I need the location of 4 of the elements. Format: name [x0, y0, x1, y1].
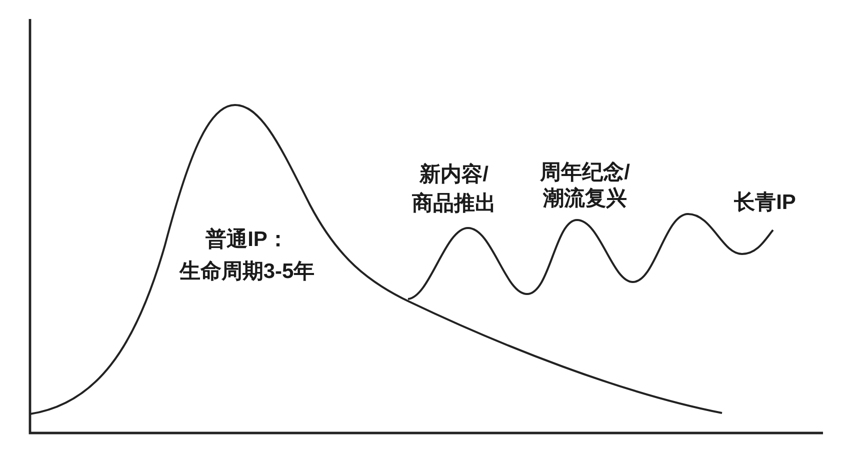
curve-label: 周年纪念/潮流复兴 [540, 160, 630, 212]
curve-label: 长青IP [734, 190, 796, 216]
curve-label: 普通IP：生命周期3-5年 [178, 226, 316, 285]
curve-label: 新内容/商品推出 [412, 162, 496, 217]
